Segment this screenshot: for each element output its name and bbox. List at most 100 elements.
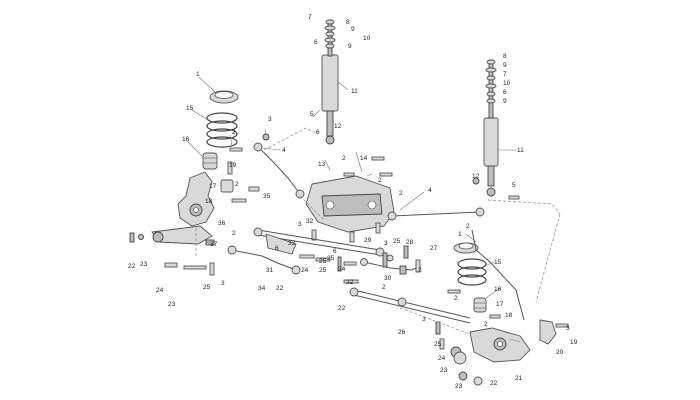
callout-23-right-b: 23 <box>455 383 463 390</box>
callout-17: 17 <box>209 183 217 190</box>
callout-30: 30 <box>384 275 392 282</box>
left-lower-arm <box>151 225 213 245</box>
callout-32-left: 32 <box>306 218 314 225</box>
callout-12-right: 12 <box>472 173 480 180</box>
right-lower-arm <box>469 229 531 363</box>
callout-1-right: 1 <box>458 231 462 238</box>
callout-33: 33 <box>288 240 296 247</box>
callout-14: 14 <box>360 155 368 162</box>
left-bump-stop <box>202 152 218 170</box>
right-bump-stop <box>473 297 487 313</box>
callout-9-right-b: 9 <box>503 98 507 105</box>
callout-2-c: 2 <box>232 230 236 237</box>
callout-24-right: 24 <box>438 355 446 362</box>
left-spring-seat-upper <box>209 90 239 104</box>
right-knuckle <box>539 319 557 345</box>
callout-24-left: 24 <box>156 287 164 294</box>
callout-20: 20 <box>556 349 564 356</box>
leader-lines <box>186 76 521 343</box>
callout-3-left: 3 <box>268 116 272 123</box>
callout-7-right: 7 <box>503 71 507 78</box>
callout-4-left: 4 <box>282 147 286 154</box>
callout-22-center: 22 <box>338 305 346 312</box>
callout-37: 37 <box>210 241 218 248</box>
upper-link-arm <box>253 142 305 199</box>
callout-22-right: 22 <box>490 380 498 387</box>
right-coil-spring <box>457 258 487 286</box>
callout-19-right: 19 <box>570 339 578 346</box>
callout-26: 26 <box>398 329 406 336</box>
callout-6-center: 6 <box>316 129 320 136</box>
callout-2-d: 2 <box>378 177 382 184</box>
callout-2-e: 2 <box>399 190 403 197</box>
callout-3-e: 3 <box>422 316 426 323</box>
callout-36: 36 <box>218 220 226 227</box>
callout-24-b: 24 <box>301 267 309 274</box>
callout-9-right: 9 <box>503 62 507 69</box>
callout-23-left: 23 <box>140 261 148 268</box>
toe-link-arm <box>227 233 301 275</box>
callout-4-center: 4 <box>428 187 432 194</box>
callout-24-c: 24 <box>338 266 346 273</box>
callout-6-right: 6 <box>503 89 507 96</box>
callout-28: 28 <box>406 239 414 246</box>
callout-7-top: 7 <box>308 14 312 21</box>
callout-5-center: 5 <box>310 111 314 118</box>
callout-2: 2 <box>232 129 236 136</box>
callout-25-c: 25 <box>327 255 335 262</box>
left-coil-spring <box>206 112 238 148</box>
callout-6-b: 6 <box>333 248 337 255</box>
right-shock-absorber <box>483 59 499 197</box>
callout-25-right: 25 <box>434 341 442 348</box>
callout-8-top: 8 <box>346 19 350 26</box>
callout-16: 16 <box>182 136 190 143</box>
trailing-link <box>349 287 471 324</box>
callout-8-right: 8 <box>503 53 507 60</box>
callout-22-left: 22 <box>128 263 136 270</box>
center-shock-absorber <box>321 19 339 145</box>
callout-25-center: 25 <box>393 238 401 245</box>
callout-6-left: 6 <box>275 245 279 252</box>
callout-2-f: 2 <box>418 267 422 274</box>
callout-25-d: 25 <box>319 267 327 274</box>
callout-1: 1 <box>196 71 200 78</box>
callout-23-b: 23 <box>168 301 176 308</box>
callout-15-right: 15 <box>494 259 502 266</box>
left-small-parts <box>129 133 270 276</box>
left-knuckle <box>177 171 215 227</box>
callout-18-right: 18 <box>505 312 513 319</box>
callout-11-center: 11 <box>351 88 358 95</box>
callout-15: 15 <box>186 105 194 112</box>
callout-31: 31 <box>266 267 274 274</box>
callout-16-right: 16 <box>494 286 502 293</box>
callout-23-right: 23 <box>440 367 448 374</box>
callout-2-h: 2 <box>484 321 488 328</box>
callout-25-b: 25 <box>319 258 327 265</box>
callout-12-center: 12 <box>334 123 342 130</box>
callout-2-g: 2 <box>382 284 386 291</box>
rear-crossmember <box>305 175 395 233</box>
callout-13: 13 <box>318 161 326 168</box>
callout-10-right: 10 <box>503 80 511 87</box>
crossmember-bolts <box>311 156 393 243</box>
callout-19: 19 <box>229 162 237 169</box>
callout-34: 34 <box>258 285 266 292</box>
center-small-parts <box>299 245 409 284</box>
callout-2-i: 2 <box>454 295 458 302</box>
callout-2-center: 2 <box>342 155 346 162</box>
callout-5-right: 5 <box>512 182 516 189</box>
upper-control-rod <box>387 207 485 221</box>
callout-labels: 1 15 16 2 19 17 18 3 4 35 2 36 37 2 22 2… <box>128 14 578 390</box>
callout-3-c: 3 <box>298 221 302 228</box>
right-small-parts <box>415 177 569 386</box>
callout-35: 35 <box>263 193 271 200</box>
alignment-lines <box>195 127 561 335</box>
callout-2-b: 2 <box>235 181 239 188</box>
callout-27: 27 <box>430 245 438 252</box>
callout-3-d: 3 <box>384 240 388 247</box>
callout-21: 21 <box>515 375 523 382</box>
callout-3-b: 3 <box>221 280 225 287</box>
callout-2-j: 2 <box>466 223 470 230</box>
callout-9-b: 9 <box>348 43 352 50</box>
